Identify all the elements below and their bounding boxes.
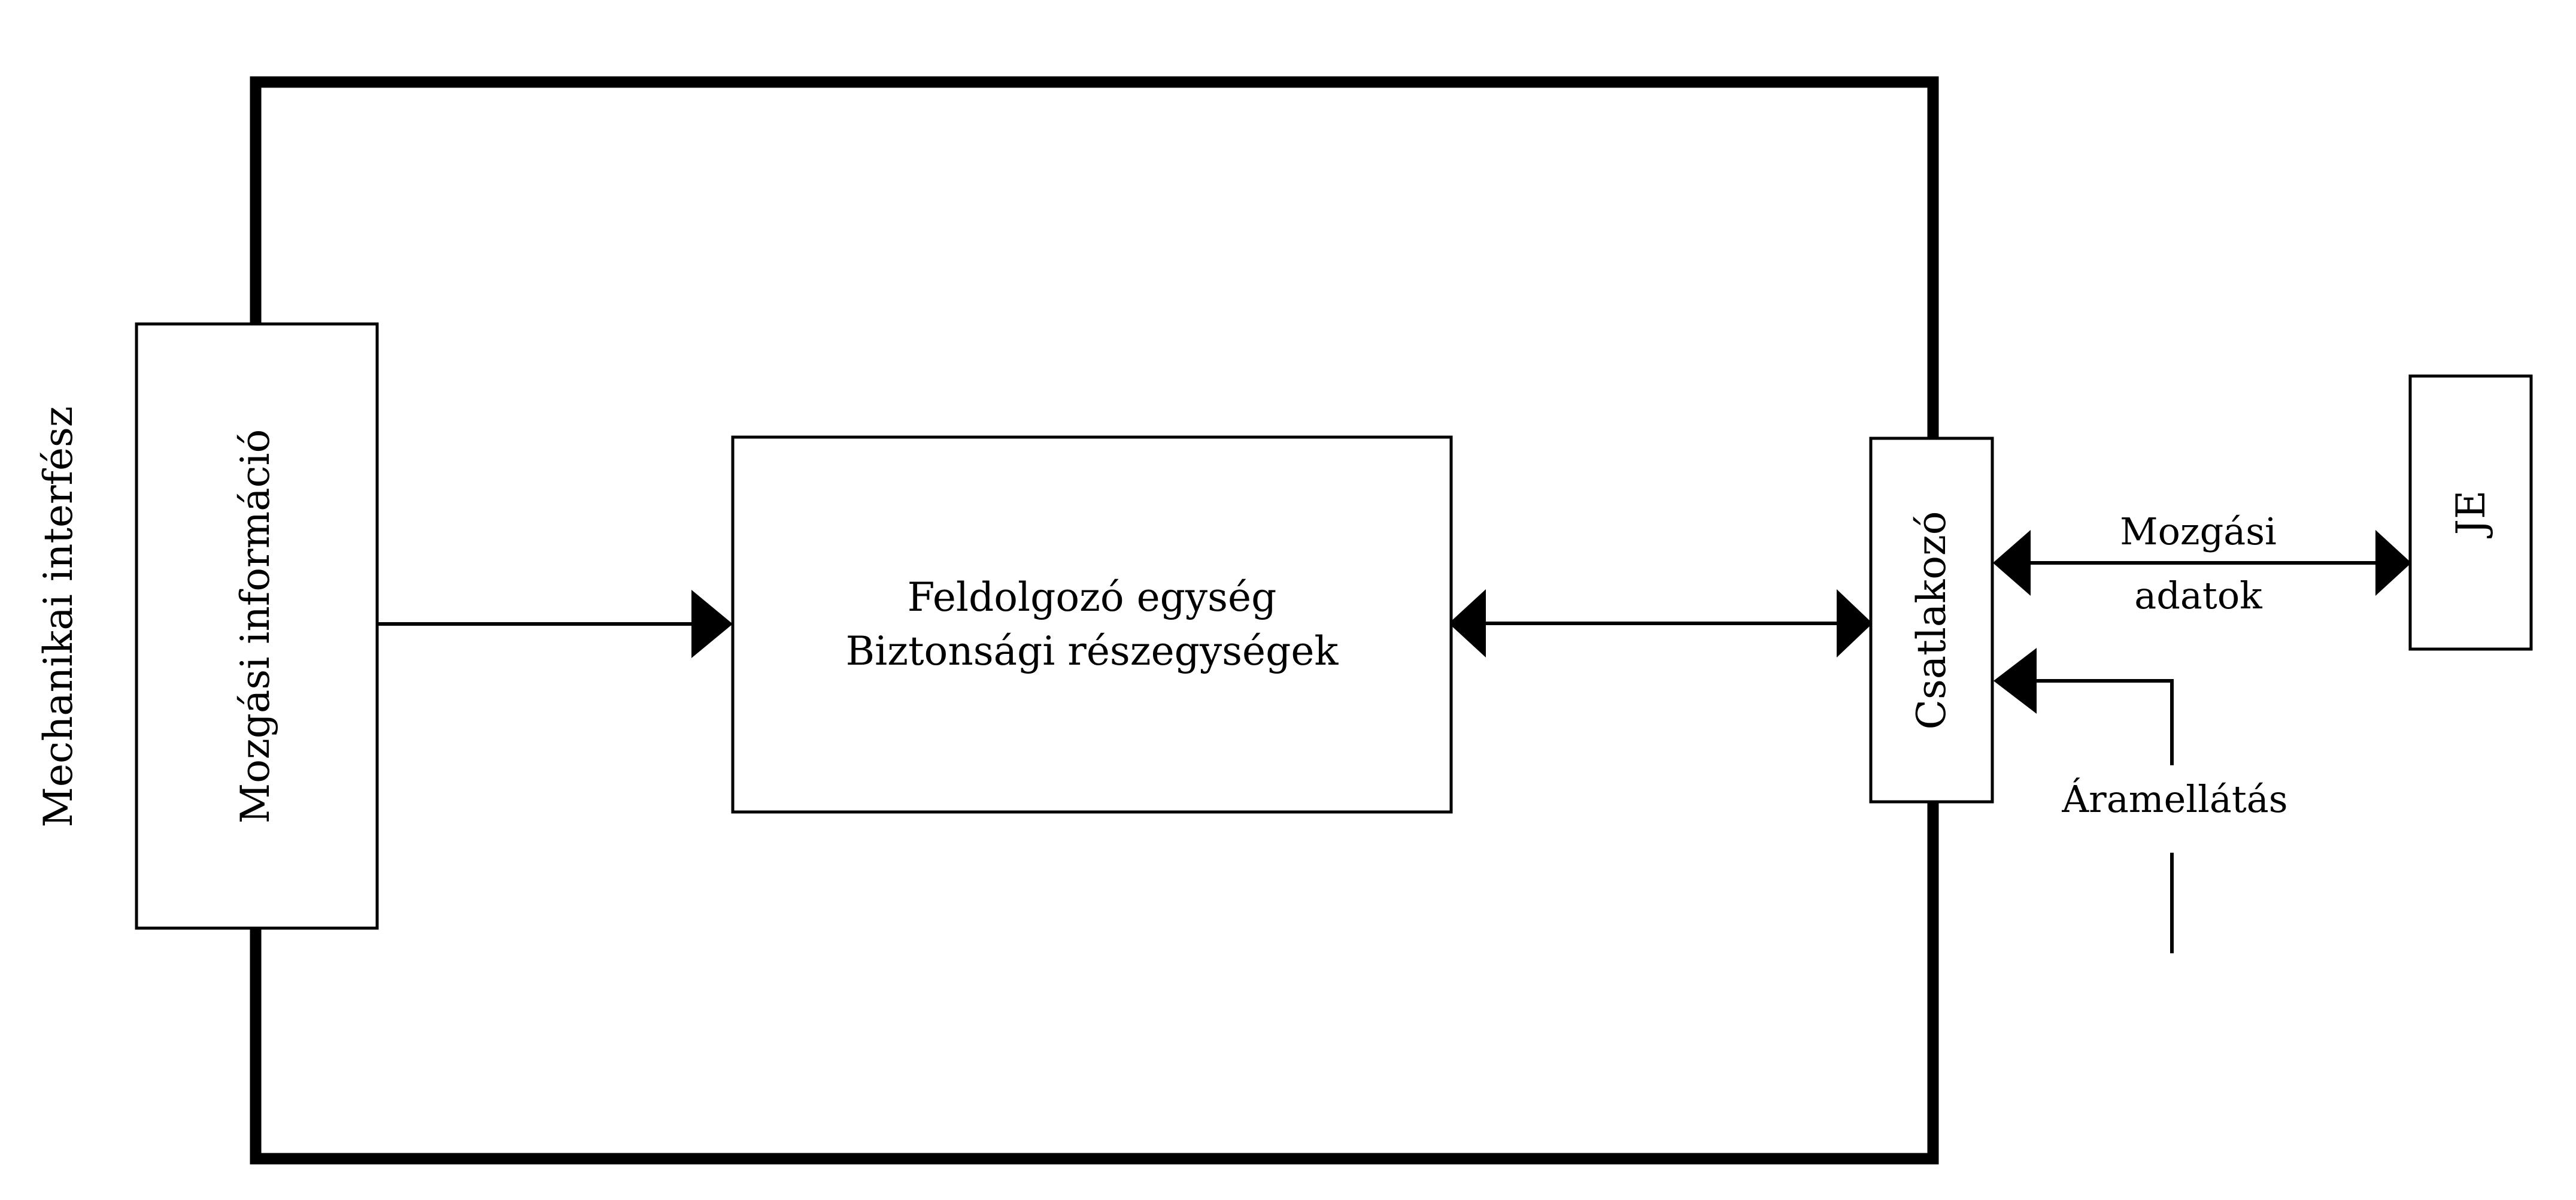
label-mozgasi-informacio: Mozgási információ [232, 429, 278, 824]
box-mozgasi-informacio[interactable] [135, 322, 379, 930]
connection-csatlakozo-to-je [1993, 530, 2411, 596]
label-aramellatas: Áramellátás [2061, 777, 2287, 821]
connection-aramellatas-to-csatlakozo [1994, 648, 2174, 953]
arrowhead-right-icon [2375, 530, 2411, 596]
box-csatlakozo[interactable] [1869, 437, 1994, 804]
arrowhead-left-icon [1994, 648, 2037, 714]
arrowhead-left-icon [1449, 589, 1486, 657]
arrowhead-left-icon [1993, 530, 2031, 596]
box-feldolgozo-egyseg[interactable] [731, 435, 1453, 814]
arrowhead-right-icon [1837, 589, 1873, 657]
label-feldolgozo-egyseg-line1: Feldolgozó egység [908, 574, 1277, 620]
connection-feldolgozo-to-csatlakozo [1449, 589, 1873, 657]
arrowhead-right-icon [691, 590, 733, 658]
connection-mozgasi-to-feldolgozo [377, 590, 733, 658]
label-feldolgozo-egyseg-line2: Biztonsági részegységek [846, 628, 1339, 674]
label-mozgasi-adatok-line1: Mozgási [2120, 510, 2277, 553]
label-mozgasi-adatok-line2: adatok [2134, 574, 2262, 617]
label-je: JE [2448, 490, 2494, 539]
label-mechanikai-interfesz: Mechanikai interfész [35, 406, 81, 827]
box-je[interactable] [2408, 374, 2533, 651]
label-csatlakozo: Csatlakozó [1909, 511, 1955, 730]
